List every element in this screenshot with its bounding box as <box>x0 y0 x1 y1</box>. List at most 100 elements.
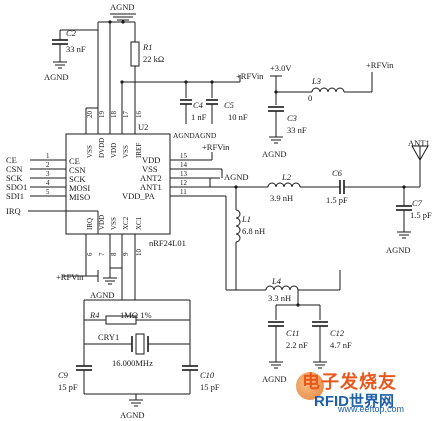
right-pin-12-num: 12 <box>180 179 188 187</box>
c12-value: 4.7 nF <box>330 340 352 350</box>
c11-value: 2.2 nF <box>286 340 308 350</box>
right-pin-13-name: ANT2 <box>140 173 162 183</box>
c12-ref: C12 <box>330 328 345 338</box>
top-pin-16-num: 16 <box>135 111 143 119</box>
bottom-pin-10-name: XC1 <box>135 216 143 230</box>
c2-agnd-label: AGND <box>44 72 69 82</box>
r1-resistor <box>130 41 140 67</box>
left-pin-2-name: CSN <box>69 165 86 175</box>
c11-agnd-symbol: AGND <box>262 361 287 384</box>
cry1-ref: CRY1 <box>98 332 119 342</box>
l2-value: 3.9 nH <box>270 193 293 203</box>
c11-agnd-label: AGND <box>262 374 287 384</box>
r4-value: 1MΩ 1% <box>120 310 152 320</box>
bottom-rfvin-label: +RFVin <box>56 272 84 282</box>
bottom-pin-7-name: VDD <box>98 215 106 230</box>
l4-value: 3.3 nH <box>268 293 291 303</box>
c7-agnd-label: AGND <box>386 245 411 255</box>
right-pin-15-name: VDD <box>142 155 160 165</box>
watermark-line2: RFID世界网 <box>314 393 394 410</box>
c3-agnd-label: AGND <box>262 149 287 159</box>
l1-inductor <box>235 209 241 243</box>
watermark: 电子发烧友 RFID世界网 www.eeftop.com <box>296 368 443 420</box>
c10-value: 15 pF <box>200 382 220 392</box>
c2-agnd-symbol: AGND <box>44 61 69 82</box>
cry1-crystal <box>131 333 149 355</box>
c2-ref: C2 <box>66 28 77 38</box>
right-rfvin-label: +RFVin <box>202 142 230 152</box>
left-pin-3-num: 3 <box>46 170 50 178</box>
right-pin-14-num: 14 <box>180 161 188 169</box>
left-pin-3-name: SCK <box>69 174 86 184</box>
top-rfvin-label: +RFVin <box>236 71 264 81</box>
crystal-agnd-label: AGND <box>120 410 145 420</box>
l3-inductor <box>311 87 345 93</box>
top-pin-17-num: 17 <box>122 111 130 119</box>
left-pin-2-num: 2 <box>46 161 50 169</box>
net-csn: CSN <box>6 164 23 174</box>
c4-ref: C4 <box>193 100 204 110</box>
l4-inductor <box>265 285 299 291</box>
c3-capacitor <box>268 106 284 112</box>
top-pin-19-name: DVDD <box>98 138 106 158</box>
c6-ref: C6 <box>332 168 343 178</box>
c12-agnd-symbol <box>313 361 327 369</box>
watermark-line1: 电子发烧友 <box>302 372 397 392</box>
c6-value: 1.5 pF <box>326 195 348 205</box>
top-pin-19-num: 19 <box>98 111 106 119</box>
net-irq: IRQ <box>6 206 21 216</box>
bottom-pin-8-name: VSS <box>110 217 118 230</box>
c3-agnd-symbol: AGND <box>262 136 287 159</box>
right-pin-15-num: 15 <box>180 152 188 160</box>
antenna-icon <box>411 145 429 162</box>
right-agnd-label: AGND <box>224 172 249 182</box>
top-pin-17-name: VSS <box>122 145 130 158</box>
c3-value: 33 nF <box>287 125 307 135</box>
c9-ref: C9 <box>58 370 69 380</box>
c12-capacitor <box>312 321 328 327</box>
c4-c5-agnd-label: AGNDAGND <box>173 131 217 140</box>
c4-value: 1 nF <box>191 112 207 122</box>
bottom-pin-9-name: XC2 <box>122 216 130 230</box>
c5-value: 10 nF <box>228 112 248 122</box>
r4-ref: R4 <box>89 310 100 320</box>
left-pin-1-num: 1 <box>46 152 50 160</box>
c5-capacitor <box>206 99 218 105</box>
net-sck: SCK <box>6 173 23 183</box>
l3-ref: L3 <box>311 76 321 86</box>
c10-capacitor <box>182 365 198 371</box>
c5-ref: C5 <box>224 100 234 110</box>
chip-bottom-agnd-symbol: AGND <box>90 277 117 300</box>
top-pin-20-num: 20 <box>86 111 94 119</box>
left-pin-5-name: MISO <box>69 192 90 202</box>
watermark-line3: www.eeftop.com <box>338 404 405 414</box>
c3-ref: C3 <box>287 113 297 123</box>
top-agnd-symbol: AGND <box>110 2 136 21</box>
l1-ref: L1 <box>241 214 251 224</box>
bottom-pin-6-num: 6 <box>86 252 94 256</box>
chip-part: nRF24L01 <box>149 238 186 248</box>
crystal-agnd-symbol: AGND <box>120 399 145 420</box>
left-pin-4-num: 4 <box>46 179 50 187</box>
v3-label: +3.0V <box>270 63 292 73</box>
l2-ref: L2 <box>281 172 292 182</box>
right-pin-13-num: 13 <box>180 170 188 178</box>
r1-value: 22 kΩ <box>143 54 164 64</box>
chip-bottom-agnd-label: AGND <box>90 290 115 300</box>
c9-value: 15 pF <box>58 382 78 392</box>
c7-ref: C7 <box>412 198 423 208</box>
l3-rfvin-label: +RFVin <box>366 60 394 70</box>
top-pin-18-num: 18 <box>110 111 118 119</box>
nrf24l01-chip-body <box>65 133 171 235</box>
right-pin-11-name: VDD_PA <box>122 191 156 201</box>
top-pin-16-name: IREF <box>135 143 143 158</box>
right-pin-11-num: 11 <box>180 188 187 196</box>
l1-value: 6.8 nH <box>242 226 265 236</box>
watermark-logo-icon <box>296 372 324 400</box>
bottom-pin-10-num: 10 <box>135 249 143 257</box>
c7-value: 1.5 pF <box>410 210 432 220</box>
top-pin-20-name: VSS <box>86 145 94 158</box>
cry1-value: 16.000MHz <box>112 358 153 368</box>
bottom-pin-6-name: IRQ <box>86 218 94 230</box>
